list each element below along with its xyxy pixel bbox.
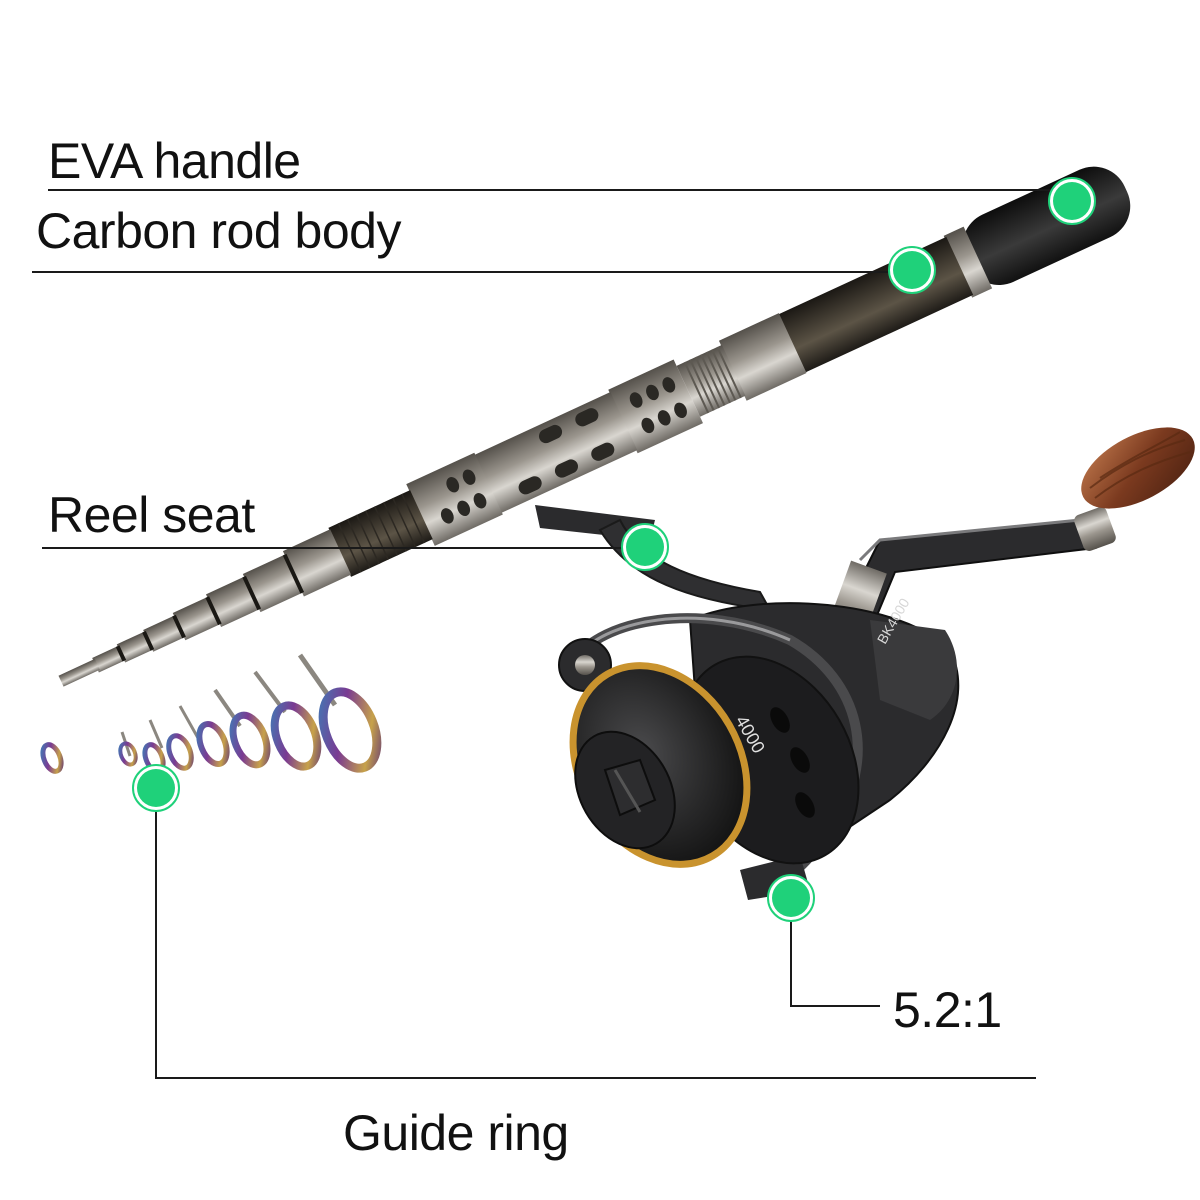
reel-seat-body (474, 392, 638, 514)
reel-body-panel (870, 620, 957, 720)
guide-ring-7 (118, 741, 138, 767)
telescopic-section-6 (116, 630, 155, 663)
telescopic-section-7 (92, 645, 127, 673)
reel-seat-hood (608, 359, 703, 454)
reel-seat-lower-hood (406, 452, 503, 546)
reel-handle-arm (848, 518, 1097, 622)
rod-tip (58, 658, 100, 687)
spinning-reel: BK4000 4000 (535, 427, 1195, 900)
handle-collar (943, 226, 993, 298)
guide-ring-5 (166, 733, 194, 771)
guide-ring-4 (196, 721, 230, 767)
callout-label-gear-ratio: 5.2:1 (893, 982, 1002, 1038)
guide-ring-2 (270, 701, 322, 771)
ferrule (718, 313, 807, 401)
telescopic-section-2 (242, 553, 305, 613)
guide-ring-tip (40, 742, 64, 774)
carbon-rod-body-section (778, 236, 974, 373)
telescopic-section-1 (282, 529, 352, 597)
callout-label-reel-seat: Reel seat (48, 487, 255, 543)
marker-gear-ratio-icon (767, 874, 815, 922)
guide-rings (40, 653, 382, 774)
handle-connector (1074, 507, 1116, 551)
marker-guide-ring-icon (132, 764, 180, 812)
guide-ring-1 (318, 687, 382, 773)
wooden-handle-knob (1081, 427, 1195, 509)
callout-markers (132, 177, 1096, 922)
callout-label-guide-ring: Guide ring (343, 1105, 569, 1161)
callout-label-eva-handle: EVA handle (48, 133, 301, 189)
callout-label-carbon-rod-body: Carbon rod body (36, 203, 401, 259)
telescopic-section-3 (205, 575, 262, 628)
marker-carbon-rod-body-icon (888, 246, 936, 294)
marker-eva-handle-icon (1048, 177, 1096, 225)
marker-reel-seat-icon (621, 523, 669, 571)
telescopic-section-5 (143, 614, 186, 652)
fore-carbon-section (328, 490, 433, 577)
leader-line-guide-ring (155, 788, 1036, 1079)
leader-lines (32, 189, 1072, 1079)
telescopic-section-4 (172, 596, 222, 641)
guide-ring-3 (229, 711, 271, 769)
leader-line-gear-ratio (790, 899, 880, 1007)
